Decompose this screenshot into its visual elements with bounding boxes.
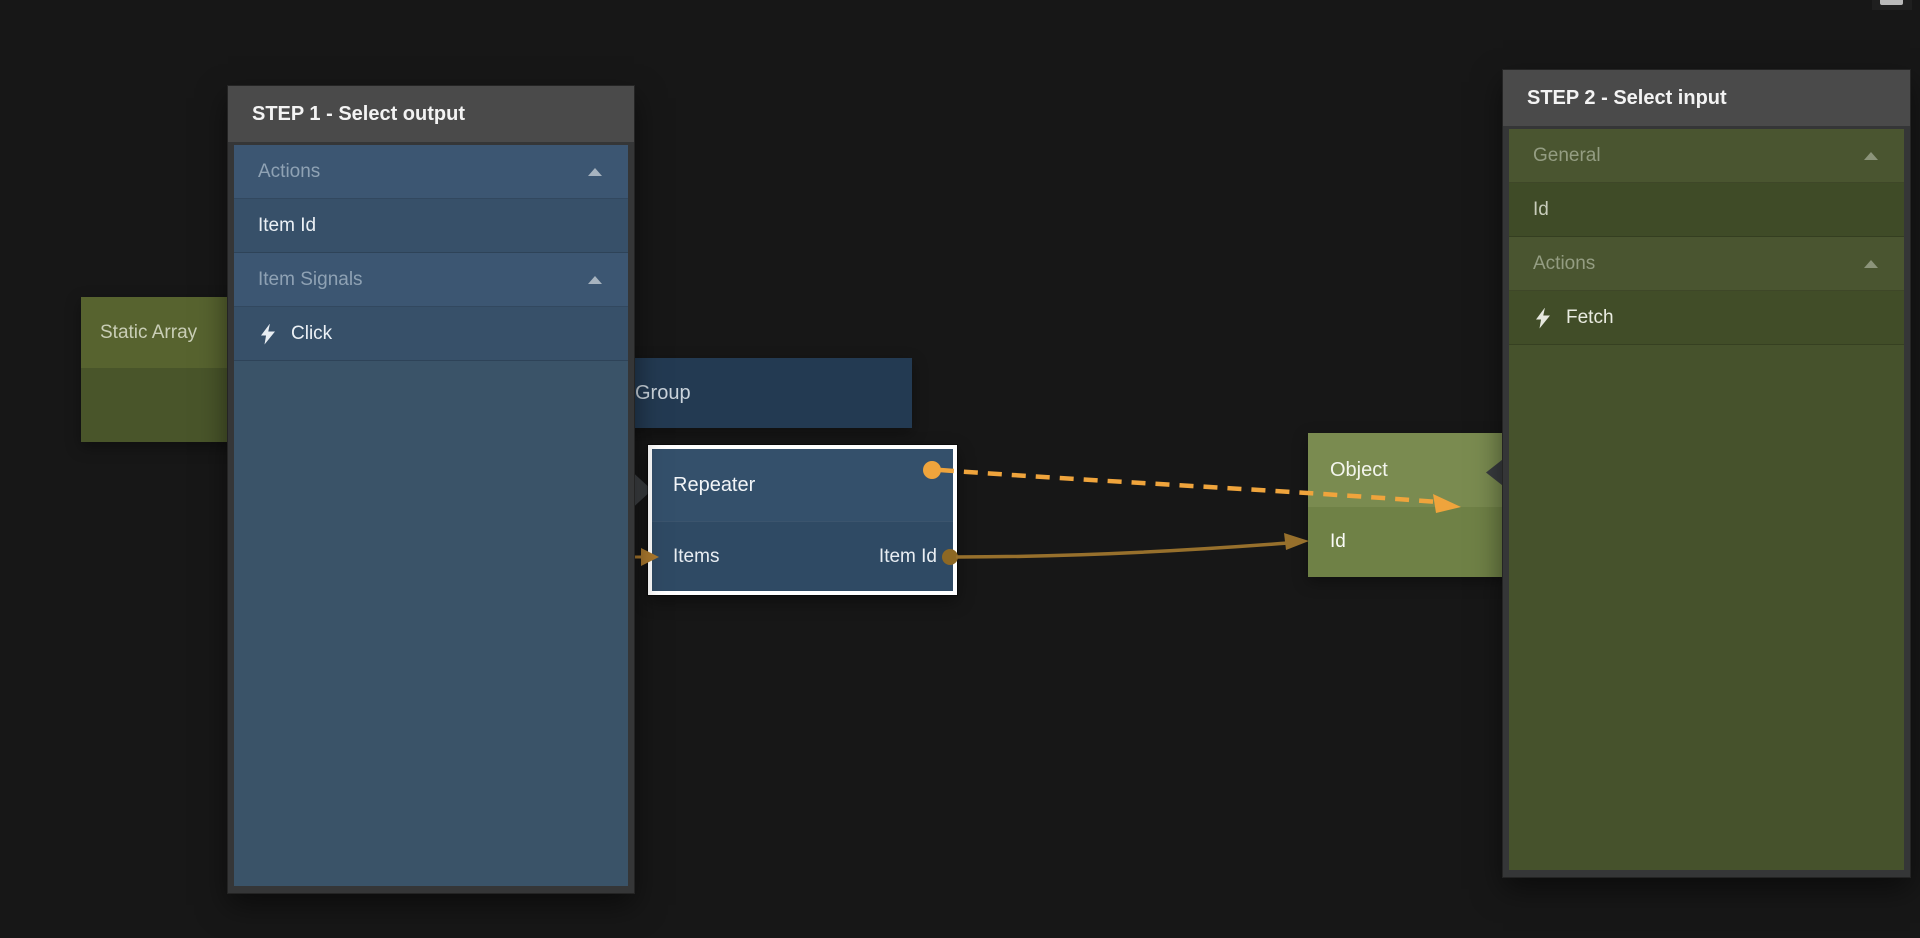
collapse-arrow-icon[interactable] — [1864, 152, 1878, 160]
node-title: Group — [635, 381, 691, 404]
node-title: Object — [1330, 458, 1388, 481]
minimize-button[interactable] — [1872, 0, 1912, 10]
panel-title: STEP 2 - Select input — [1527, 86, 1727, 109]
row-fetch[interactable]: Fetch — [1509, 291, 1904, 345]
row-label: Item Signals — [258, 269, 363, 290]
row-label: Click — [291, 323, 333, 344]
row-actions[interactable]: Actions — [1509, 237, 1904, 291]
row-item-id[interactable]: Item Id — [234, 199, 628, 253]
row-label: Id — [1533, 199, 1549, 220]
node-ports: Items Item Id — [652, 521, 953, 592]
panel-header: STEP 1 - Select output — [228, 86, 634, 142]
item-id-connection-wire — [955, 541, 1289, 559]
row-label: Actions — [258, 161, 321, 182]
row-item-signals[interactable]: Item Signals — [234, 253, 628, 307]
row-label: General — [1533, 145, 1601, 166]
collapse-arrow-icon[interactable] — [588, 168, 602, 176]
node-title: Static Array — [100, 321, 198, 343]
row-label: Fetch — [1566, 307, 1614, 328]
row-label: Actions — [1533, 253, 1596, 274]
node-header: Repeater — [652, 449, 953, 521]
row-id[interactable]: Id — [1509, 183, 1904, 237]
row-general[interactable]: General — [1509, 129, 1904, 183]
item-id-connection-arrow-icon — [1284, 533, 1309, 550]
lightning-icon — [1536, 307, 1550, 329]
row-actions[interactable]: Actions — [234, 145, 628, 199]
port-item-id[interactable]: Item Id — [878, 546, 937, 567]
lightning-icon — [261, 323, 275, 345]
node-object[interactable]: Object Id — [1308, 433, 1510, 577]
minimize-icon — [1880, 0, 1903, 5]
node-repeater[interactable]: Repeater Items Item Id — [648, 445, 957, 595]
node-header: Object — [1308, 433, 1510, 507]
port-items[interactable]: Items — [673, 546, 720, 567]
collapse-arrow-icon[interactable] — [1864, 260, 1878, 268]
panel-title: STEP 1 - Select output — [252, 102, 465, 125]
node-ports: Id — [1308, 507, 1510, 577]
port-id[interactable]: Id — [1330, 531, 1346, 552]
row-click[interactable]: Click — [234, 307, 628, 361]
collapse-arrow-icon[interactable] — [588, 276, 602, 284]
node-title: Repeater — [673, 473, 756, 496]
panel-header: STEP 2 - Select input — [1503, 70, 1910, 126]
row-label: Item Id — [258, 215, 317, 236]
